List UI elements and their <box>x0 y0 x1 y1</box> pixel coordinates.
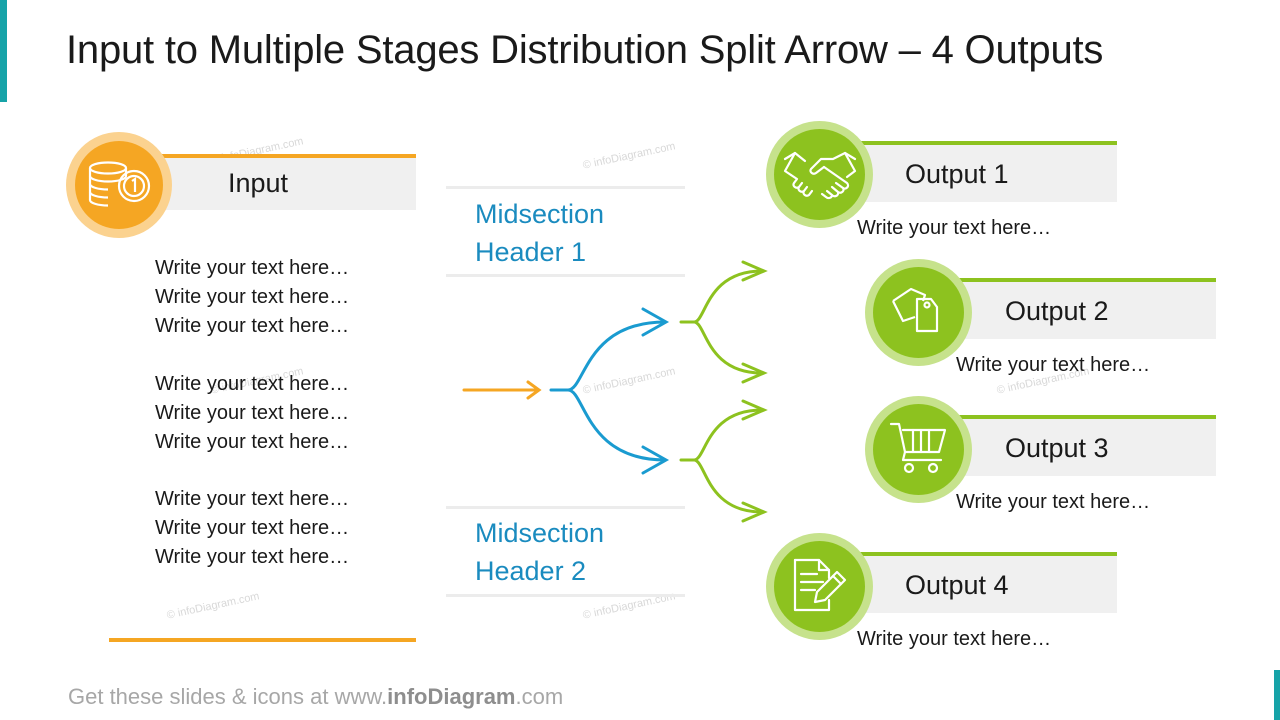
input-text-line: Write your text here… <box>155 431 350 453</box>
output-2-bar <box>950 282 1216 339</box>
midsection-header-2: Midsection Header 2 <box>475 514 604 590</box>
input-label-bar <box>135 158 416 210</box>
midsection-header-2-line2: Header 2 <box>475 556 587 586</box>
blue-split-arrow <box>549 307 670 475</box>
green-split-arrow-lower <box>679 399 768 523</box>
output-3-circle <box>865 396 972 503</box>
input-text-line: Write your text here… <box>155 315 350 337</box>
input-text-line: Write your text here… <box>155 373 350 395</box>
handshake-icon <box>783 151 857 200</box>
input-label: Input <box>228 168 289 198</box>
output-3-bar <box>950 419 1216 476</box>
shopping-cart-icon <box>889 422 947 474</box>
document-pen-icon <box>793 558 847 612</box>
input-circle <box>66 132 172 238</box>
output-2-circle <box>865 259 972 366</box>
input-text-line: Write your text here… <box>155 517 350 539</box>
input-text-group-2: Write your text here… Write your text he… <box>155 370 349 457</box>
input-text-line: Write your text here… <box>155 286 350 308</box>
output-1-bar <box>850 145 1117 202</box>
input-arrow <box>462 380 542 400</box>
midsection-header-1: Midsection Header 1 <box>475 195 604 271</box>
input-text-group-3: Write your text here… Write your text he… <box>155 485 349 572</box>
green-split-arrow-upper <box>679 260 768 384</box>
output-2-desc: Write your text here… <box>956 354 1151 376</box>
page-title: Input to Multiple Stages Distribution Sp… <box>66 28 1104 72</box>
output-1-label: Output 1 <box>905 159 1009 189</box>
output-4-desc: Write your text here… <box>857 628 1052 650</box>
right-accent-bar <box>1274 670 1280 720</box>
input-text-group-1: Write your text here… Write your text he… <box>155 254 349 341</box>
footer-credit: Get these slides & icons at www.infoDiag… <box>68 684 563 710</box>
midsection-header-1-line2: Header 1 <box>475 237 587 267</box>
input-text-line: Write your text here… <box>155 546 350 568</box>
output-4-circle-inner <box>774 541 865 632</box>
output-3-desc: Write your text here… <box>956 491 1151 513</box>
price-tags-icon <box>892 287 939 333</box>
footer-brand: infoDiagram <box>387 684 516 709</box>
output-4-top-line <box>850 552 1117 556</box>
midsection-header-1-line1: Midsection <box>475 199 605 229</box>
output-2-top-line <box>950 278 1216 282</box>
output-1-desc: Write your text here… <box>857 217 1052 239</box>
output-1-top-line <box>850 141 1117 145</box>
coins-icon <box>88 161 151 207</box>
midsection-header-2-line1: Midsection <box>475 518 605 548</box>
output-4-label: Output 4 <box>905 570 1009 600</box>
output-1-circle <box>766 121 873 228</box>
input-text-line: Write your text here… <box>155 257 350 279</box>
input-top-line <box>135 154 416 158</box>
input-bottom-line <box>109 638 416 642</box>
output-4-bar <box>850 556 1117 613</box>
midsection-1-bottom-line <box>446 274 685 277</box>
input-text-line: Write your text here… <box>155 402 350 424</box>
midsection-2-bottom-line <box>446 594 685 597</box>
footer-suffix: .com <box>515 684 564 709</box>
output-3-top-line <box>950 415 1216 419</box>
midsection-1-top-line <box>446 186 685 189</box>
output-2-circle-inner <box>873 267 964 358</box>
output-2-label: Output 2 <box>1005 296 1109 326</box>
input-text-line: Write your text here… <box>155 488 350 510</box>
footer-prefix: Get these slides & icons at www. <box>68 684 388 709</box>
output-3-circle-inner <box>873 404 964 495</box>
output-3-label: Output 3 <box>1005 433 1109 463</box>
midsection-2-top-line <box>446 506 685 509</box>
output-4-circle <box>766 533 873 640</box>
left-accent-bar <box>0 0 7 102</box>
